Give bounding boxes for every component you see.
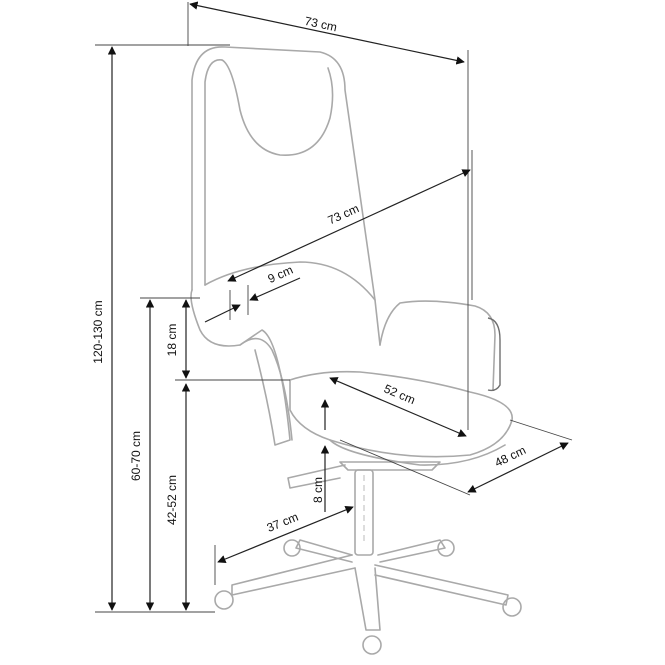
dim-armrest-width-line [204, 304, 241, 323]
dim-seat-depth-line [329, 377, 467, 437]
armrest-right [487, 317, 501, 392]
label-seat-height: 42-52 cm [165, 475, 179, 525]
dim-diagonal-depth-line [227, 169, 471, 282]
base-arm-back-left [295, 539, 353, 563]
dimension-lines [95, 1, 573, 613]
caster [214, 590, 234, 610]
dim-top-width-line [189, 1, 465, 65]
base-arm-left [231, 554, 356, 596]
backrest-outline [191, 46, 381, 346]
base-arm-back-right [377, 539, 446, 563]
gas-cylinder [354, 469, 374, 556]
dimension-labels: 73 cm 73 cm 9 cm 52 cm 48 cm 120-130 cm … [91, 14, 528, 535]
dim-armrest-width-line-b [249, 277, 301, 301]
dim-base-radius-line [217, 505, 354, 564]
caster [362, 635, 382, 655]
base-arm-front-right [374, 564, 509, 606]
backrest-inner [204, 59, 223, 286]
label-armrest-height: 60-70 cm [129, 431, 143, 481]
label-top-width: 73 cm [303, 14, 338, 34]
label-diagonal-depth: 73 cm [326, 201, 362, 227]
caster [437, 539, 455, 557]
headrest-pad [221, 59, 334, 156]
dim-seat-width-line [467, 442, 569, 493]
base-arm-front-left [354, 567, 381, 631]
caster [502, 597, 522, 617]
seat-mechanism [339, 461, 441, 471]
armrest-left [190, 289, 291, 446]
label-back-lower: 18 cm [165, 324, 179, 357]
label-seat-depth: 52 cm [382, 381, 418, 407]
adjust-lever [287, 464, 346, 489]
chair-drawing [190, 46, 522, 655]
armrest-left-inner [239, 337, 293, 441]
label-height-adjust: 8 cm [311, 477, 325, 503]
casters [214, 539, 522, 655]
seat-cushion [289, 370, 513, 458]
label-total-height: 120-130 cm [91, 300, 105, 363]
